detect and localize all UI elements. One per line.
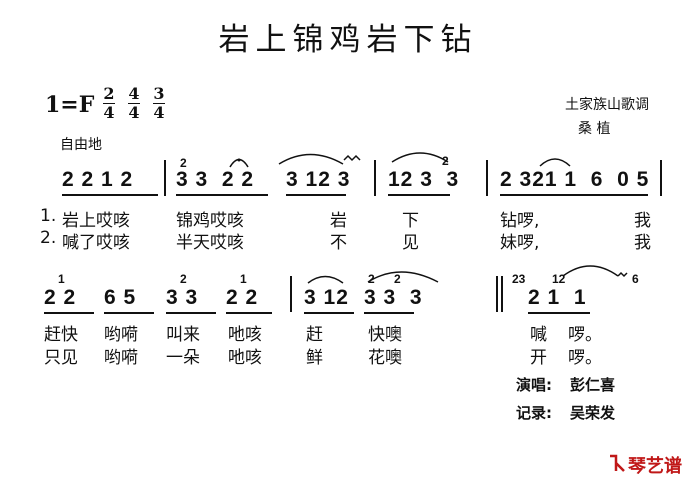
grace-note: 2 [368,272,375,286]
beam-line [176,194,268,196]
bar-line [501,276,503,312]
lyric: 喊了哎咳 [62,233,130,253]
lyric: 只见 [44,348,78,368]
bar-line [164,160,166,196]
bar-line [374,160,376,196]
beam-line [62,194,158,196]
music-note-icon [610,454,625,472]
line2-measure4-notes: 2 1 1 [528,286,587,309]
lyric: 吔咳 [228,348,262,368]
line2-measure1-notes: 2 2 [44,286,77,309]
beam-line [304,312,354,314]
lyric: 哟嗬 [104,325,138,345]
lyric: 我 [634,233,651,253]
lyric: 钻啰, [500,211,540,231]
lyric: 赶 [306,325,323,345]
lyric: 鲜 [306,348,323,368]
lyric: 啰。 [568,325,602,345]
lyric: 快噢 [368,325,402,345]
song-title: 岩上锦鸡岩下钻 [218,22,478,58]
beam-line [364,312,414,314]
beam-line [528,312,590,314]
grace-note: 1 [58,272,65,286]
lyric: 哟嗬 [104,348,138,368]
line2-measure1b-notes: 6 5 [104,286,137,309]
recorder-label: 记录: [516,404,552,422]
lyric: 见 [402,233,419,253]
lyric: 吔咳 [228,325,262,345]
lyric: 下 [402,211,419,231]
lyric: 叫来 [166,325,200,345]
singer-label: 演唱: [516,376,552,394]
grace-note: 2 [394,272,401,286]
grace-note: 2 [180,272,187,286]
watermark-logo: 琴艺谱 [606,452,686,477]
grace-note: 1 [240,272,247,286]
lyric: 半天哎咳 [176,233,244,253]
grace-note: 6 [632,272,639,286]
grace-note: 2 [442,154,449,168]
arranger-label: 桑 植 [578,121,611,137]
verse-number: 1. [40,206,57,226]
beam-line [500,194,648,196]
bar-line [660,160,662,196]
grace-note: 2 [180,156,187,170]
lyric: 赶快 [44,325,78,345]
line1-measure3-notes: 12 3 3 [388,168,460,191]
bar-line [496,276,498,312]
recorder-name: 吴荣发 [570,404,616,422]
lyric: 我 [634,211,651,231]
lyric: 锦鸡哎咳 [176,211,244,231]
beam-line [286,194,346,196]
line2-measure3b-notes: 3 3 3 [364,286,423,309]
genre-label: 土家族山歌调 [565,97,649,113]
singer-name: 彭仁喜 [570,376,616,394]
key-signature: 1=F [45,92,95,118]
beam-line [388,194,450,196]
line2-measure2b-notes: 2 2 [226,286,259,309]
tempo-marking: 自由地 [60,137,102,153]
line1-measure2-notes: 3 3 2 2 [176,168,255,191]
grace-note: 12 [552,272,566,286]
line1-measure4-notes: 2 321 1 6 0 5 [500,168,650,191]
lyric: 岩 [330,211,347,231]
beam-line [44,312,94,314]
lyric: 不 [330,233,347,253]
grace-note: 23 [512,272,526,286]
lyric: 一朵 [166,348,200,368]
lyric: 岩上哎咳 [62,211,130,231]
lyric: 妹啰, [500,233,540,253]
beam-line [166,312,216,314]
lyric: 喊 [530,325,547,345]
lyric: 啰。 [568,348,602,368]
bar-line [486,160,488,196]
verse-number: 2. [40,228,57,248]
beam-line [226,312,272,314]
line1-measure1-notes: 2 2 1 2 [62,168,134,191]
lyric: 花噢 [368,348,402,368]
line2-measure3-notes: 3 12 [304,286,349,309]
line2-measure2-notes: 3 3 [166,286,199,309]
line1-measure2b-notes: 3 12 3 [286,168,351,191]
beam-line [104,312,154,314]
lyric: 开 [530,348,547,368]
bar-line [290,276,292,312]
